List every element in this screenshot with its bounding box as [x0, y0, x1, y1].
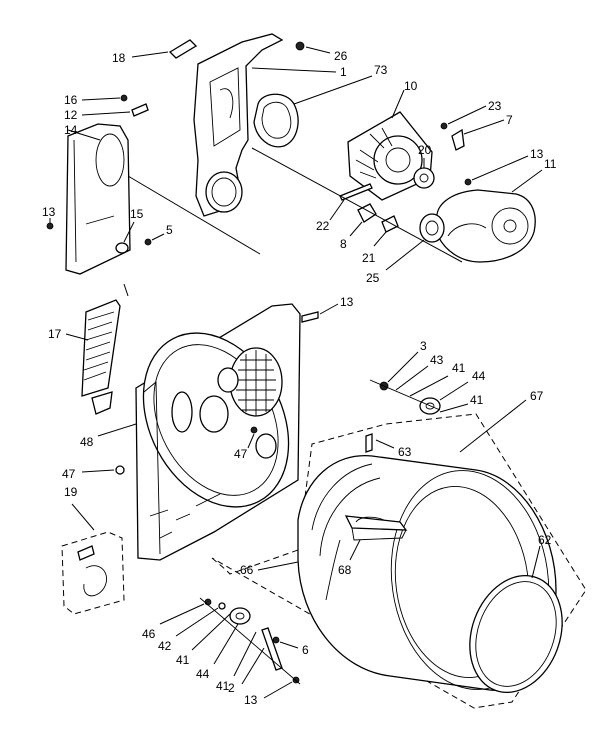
callout-18: 18	[112, 51, 126, 65]
part-73-seal	[253, 75, 373, 148]
callout-16: 16	[64, 93, 78, 107]
callout-13-left: 13	[42, 205, 56, 219]
callout-62: 62	[538, 533, 552, 547]
callout-68: 68	[338, 563, 352, 577]
callout-14: 14	[64, 123, 78, 137]
part-25-blower-wheel	[385, 213, 445, 271]
callout-7: 7	[506, 113, 513, 127]
callout-13-bottom: 13	[244, 693, 258, 707]
part-41-ring-b	[439, 403, 469, 413]
part-67-drum-kit	[211, 399, 587, 709]
part-13-screw-left	[46, 218, 54, 230]
part-14-heater-duct	[65, 123, 131, 275]
part-41-ring-c	[191, 613, 231, 651]
callout-26: 26	[334, 49, 348, 63]
part-41-ring-d	[233, 631, 257, 677]
leader-duct-housing	[251, 147, 463, 263]
part-7-clip	[451, 119, 505, 151]
part-5-screw	[144, 233, 165, 246]
callout-5: 5	[166, 223, 173, 237]
callout-47-inner: 47	[234, 447, 248, 461]
part-22-shaft	[329, 183, 373, 221]
part-2-roller-shaft	[241, 627, 283, 685]
part-6-washer	[272, 636, 299, 649]
leader-roller-axis	[369, 379, 441, 411]
callout-41-lower-b: 41	[216, 679, 230, 693]
callout-63: 63	[398, 445, 412, 459]
callout-44-upper: 44	[472, 369, 486, 383]
callout-12: 12	[64, 108, 78, 122]
part-41-ring	[409, 375, 449, 397]
callout-17: 17	[48, 327, 62, 341]
callout-10: 10	[404, 79, 418, 93]
part-17-heating-element	[65, 299, 121, 415]
part-23-screw	[440, 105, 487, 130]
part-3-screw	[379, 351, 419, 391]
callout-25: 25	[366, 271, 380, 285]
leader-heater-element	[123, 283, 129, 297]
callout-67: 67	[530, 389, 544, 403]
callout-23: 23	[488, 99, 502, 113]
callout-15: 15	[130, 207, 144, 221]
part-47-screw-inner	[247, 426, 258, 449]
part-63-screw	[365, 433, 395, 453]
callout-1: 1	[340, 65, 347, 79]
callout-41-lower-a: 41	[176, 653, 190, 667]
callout-11: 11	[544, 157, 557, 171]
part-48-rear-bulkhead	[97, 303, 301, 561]
part-1-front-duct	[193, 33, 337, 217]
part-12-clip	[81, 103, 149, 117]
callout-48: 48	[80, 435, 94, 449]
part-15-grommet	[115, 221, 135, 254]
callout-20: 20	[418, 143, 432, 157]
part-42-washer	[175, 602, 226, 637]
part-11-blower-housing	[436, 169, 543, 263]
part-19-belt-kit	[61, 503, 125, 615]
part-26-screw	[295, 41, 331, 54]
callout-19: 19	[64, 485, 78, 499]
callout-2: 2	[228, 681, 235, 695]
part-43-washer	[395, 365, 429, 391]
callout-43: 43	[430, 353, 444, 367]
callout-46: 46	[142, 627, 156, 641]
callout-47: 47	[62, 467, 76, 481]
part-20-pulley	[413, 158, 435, 189]
part-13-screw-bottom	[263, 676, 300, 699]
callout-22: 22	[316, 219, 330, 233]
callout-41-upper-b: 41	[470, 393, 484, 407]
part-18-bracket	[131, 39, 198, 59]
callout-8: 8	[340, 237, 347, 251]
callout-21: 21	[362, 251, 376, 265]
part-47-nut	[81, 465, 125, 475]
part-13-screw-top	[464, 155, 529, 186]
callout-44-lower: 44	[196, 667, 210, 681]
callout-3: 3	[420, 339, 427, 353]
part-10-motor	[347, 89, 433, 201]
callout-13-cabinet: 13	[340, 295, 354, 309]
callout-66: 66	[240, 563, 254, 577]
part-46-screw	[159, 598, 212, 625]
part-21-clip	[373, 215, 399, 247]
part-62-drum-seal	[469, 545, 563, 694]
callout-labels: 18 26 1 73 10 16 12 14 23 7 20 13 11 15 …	[42, 49, 557, 707]
part-44-roller-b	[213, 607, 251, 665]
part-16-screw	[81, 94, 128, 102]
leader-heater-cabinet	[127, 175, 261, 255]
callout-41-upper-a: 41	[452, 361, 466, 375]
part-68-baffle	[344, 515, 408, 561]
callout-73: 73	[374, 63, 388, 77]
part-13-screw-cabinet	[301, 303, 339, 323]
callout-42: 42	[158, 639, 172, 653]
callout-6: 6	[302, 643, 309, 657]
leader-lower-axis	[199, 597, 301, 685]
callout-13-top: 13	[530, 147, 544, 161]
